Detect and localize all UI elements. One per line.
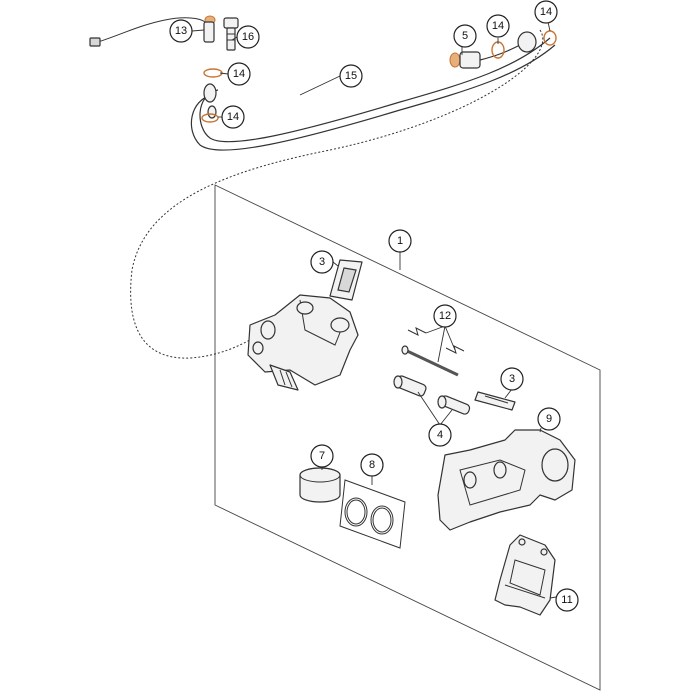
callout-14-a: 14 [227,62,251,86]
callout-3-b: 3 [500,367,524,391]
callout-14-c: 14 [486,14,510,38]
callout-12: 12 [433,304,457,328]
seal-kit [339,479,406,549]
callout-1-label: 1 [397,235,403,247]
callout-14-a-label: 14 [233,68,245,80]
callout-3-a: 3 [310,250,334,274]
pad-spring-top [329,259,363,301]
banjo-bolt [223,17,239,51]
callout-14-b-label: 14 [227,111,239,123]
callout-3-a-label: 3 [319,256,325,268]
callout-15: 15 [339,64,363,88]
caliper-bracket [437,429,576,531]
callout-12-label: 12 [439,310,451,322]
callout-13: 13 [169,19,193,43]
assembly-frame [214,184,601,691]
sensor-cable [130,29,544,359]
callout-15-label: 15 [345,70,357,82]
pin-clips [407,327,465,354]
callout-16: 16 [236,25,260,49]
callout-3-b-label: 3 [509,373,515,385]
callout-8: 8 [360,453,384,477]
banjo-fitting [449,30,557,69]
piston [299,467,341,503]
callout-11: 11 [555,588,579,612]
callout-4-label: 4 [437,429,443,441]
callout-1: 1 [388,229,412,253]
brake-hose [190,37,556,151]
callout-7: 7 [310,444,334,468]
slide-pins [393,375,471,415]
callout-11-label: 11 [561,594,572,606]
callout-5-label: 5 [462,30,468,42]
pad-pin [401,345,459,377]
sensor-wire [89,15,216,47]
callout-9-label: 9 [546,413,552,425]
leader-lines [191,21,557,599]
callout-14-c-label: 14 [492,20,504,32]
callout-8-label: 8 [369,459,375,471]
callout-5: 5 [453,24,477,48]
washer-14-a [203,68,223,78]
washer-14-b [201,113,219,123]
callout-16-label: 16 [242,31,254,43]
brake-pads [494,534,556,616]
callout-14-d: 14 [534,0,558,24]
brake-caliper [247,294,359,391]
callout-9: 9 [537,407,561,431]
callout-14-b: 14 [221,105,245,129]
callout-7-label: 7 [319,450,325,462]
callout-14-d-label: 14 [540,6,552,18]
callout-4: 4 [428,423,452,447]
pad-spring-right [474,391,516,411]
callout-13-label: 13 [175,25,187,37]
